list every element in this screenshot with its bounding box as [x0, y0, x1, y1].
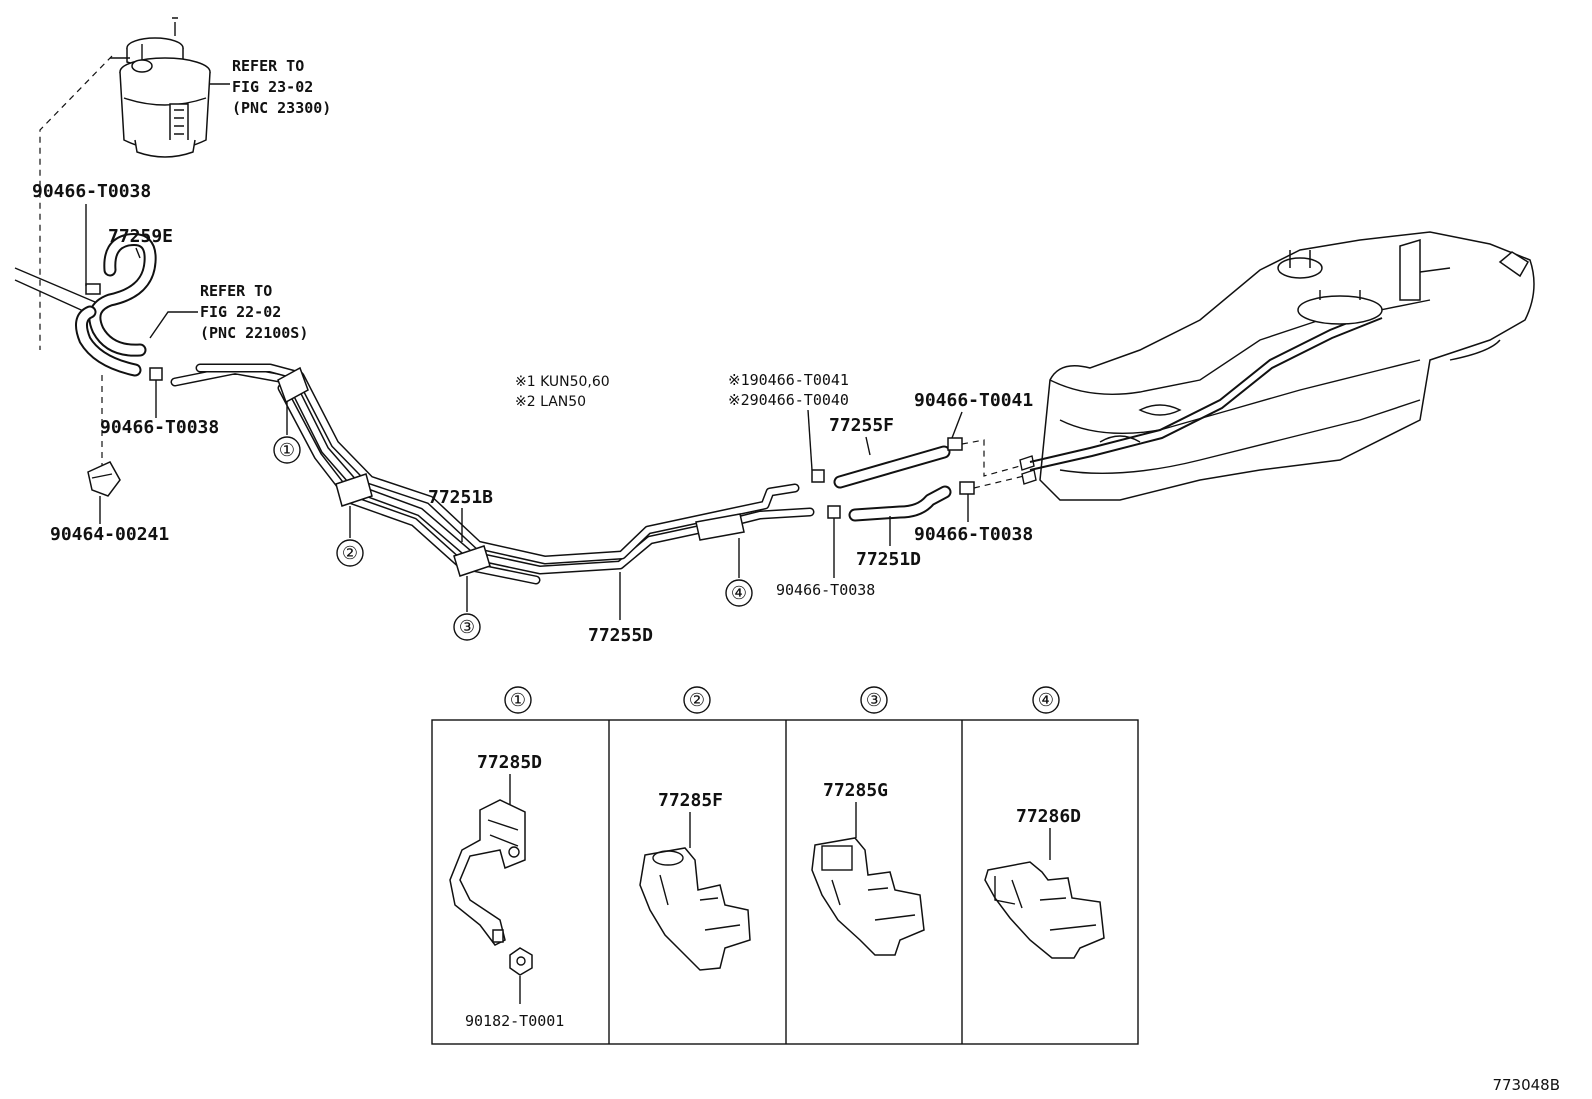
panel-marker-circle	[504, 686, 532, 714]
label-tube-77255d: 77255D	[588, 625, 653, 646]
note-clip-1: ※190466-T0041	[728, 371, 849, 389]
callout-4: ④	[731, 583, 747, 604]
label-hose-77251d: 77251D	[856, 549, 921, 570]
callout-3: ③	[459, 617, 475, 638]
label-clamp-left: 90464-00241	[50, 524, 169, 545]
leader-line	[135, 247, 141, 259]
panel-marker-circle	[860, 686, 888, 714]
middle-hoses-drawing	[811, 437, 975, 522]
callout-2: ②	[342, 543, 358, 564]
alignment-dash	[973, 475, 1025, 489]
ref-fig-22-02-line2: FIG 22-02	[200, 303, 281, 321]
main-tubes-drawing	[170, 363, 815, 585]
label-clip-right-upper: 90466-T0041	[914, 390, 1033, 411]
panel-2-part: 77285F	[658, 790, 723, 811]
fuel-filter-drawing	[110, 17, 230, 158]
leader-line	[149, 311, 198, 339]
ref-fig-23-02-line1: REFER TO	[232, 57, 304, 75]
label-hose-77259e: 77259E	[108, 226, 173, 247]
note-clip-2: ※290466-T0040	[728, 391, 849, 409]
left-hoses-drawing	[14, 232, 163, 497]
label-clip-left: 90466-T0038	[100, 417, 219, 438]
label-clip-right-lower: 90466-T0038	[914, 524, 1033, 545]
ref-fig-23-02-line3: (PNC 23300)	[232, 99, 331, 117]
ref-fig-22-02-line1: REFER TO	[200, 282, 272, 300]
panel-4-marker: ④	[1038, 690, 1054, 711]
leader-line	[865, 436, 871, 456]
note-model-1: ※1 KUN50,60	[515, 374, 610, 390]
panel-marker-circle	[1032, 686, 1060, 714]
panel-2-marker: ②	[689, 690, 705, 711]
note-model-2: ※2 LAN50	[515, 394, 586, 410]
panel-3-marker: ③	[866, 690, 882, 711]
ref-fig-22-02-line3: (PNC 22100S)	[200, 324, 308, 342]
label-hose-77255f: 77255F	[829, 415, 894, 436]
fuel-tank-drawing	[1019, 231, 1535, 501]
panel-marker-circle	[683, 686, 711, 714]
callout-circle	[336, 539, 364, 567]
panel-3-part: 77285G	[823, 780, 888, 801]
panel-1-part: 77285D	[477, 752, 542, 773]
panel-1-sub-part: 90182-T0001	[465, 1012, 564, 1030]
label-clip-mid-lower: 90466-T0038	[776, 581, 875, 599]
ref-fig-23-02-line2: FIG 23-02	[232, 78, 313, 96]
label-tube-77251b: 77251B	[428, 487, 493, 508]
label-clip-top-left: 90466-T0038	[32, 181, 151, 202]
figure-id: 773048B	[1492, 1076, 1560, 1094]
detail-frame	[431, 719, 1139, 1045]
callout-circle	[453, 613, 481, 641]
callout-circle	[725, 579, 753, 607]
callout-circle	[273, 436, 301, 464]
detail-panels: ① ② ③ ④ 77285D 90182-T0001 77285F 77285G…	[431, 686, 1139, 1045]
alignment-dash	[39, 55, 113, 350]
alignment-dash	[961, 439, 1021, 477]
leader-line	[951, 411, 963, 439]
panel-1-marker: ①	[510, 690, 526, 711]
detail-dividers	[608, 720, 963, 1044]
leader-line	[807, 409, 813, 471]
callout-1: ①	[279, 440, 295, 461]
panel-4-part: 77286D	[1016, 806, 1081, 827]
